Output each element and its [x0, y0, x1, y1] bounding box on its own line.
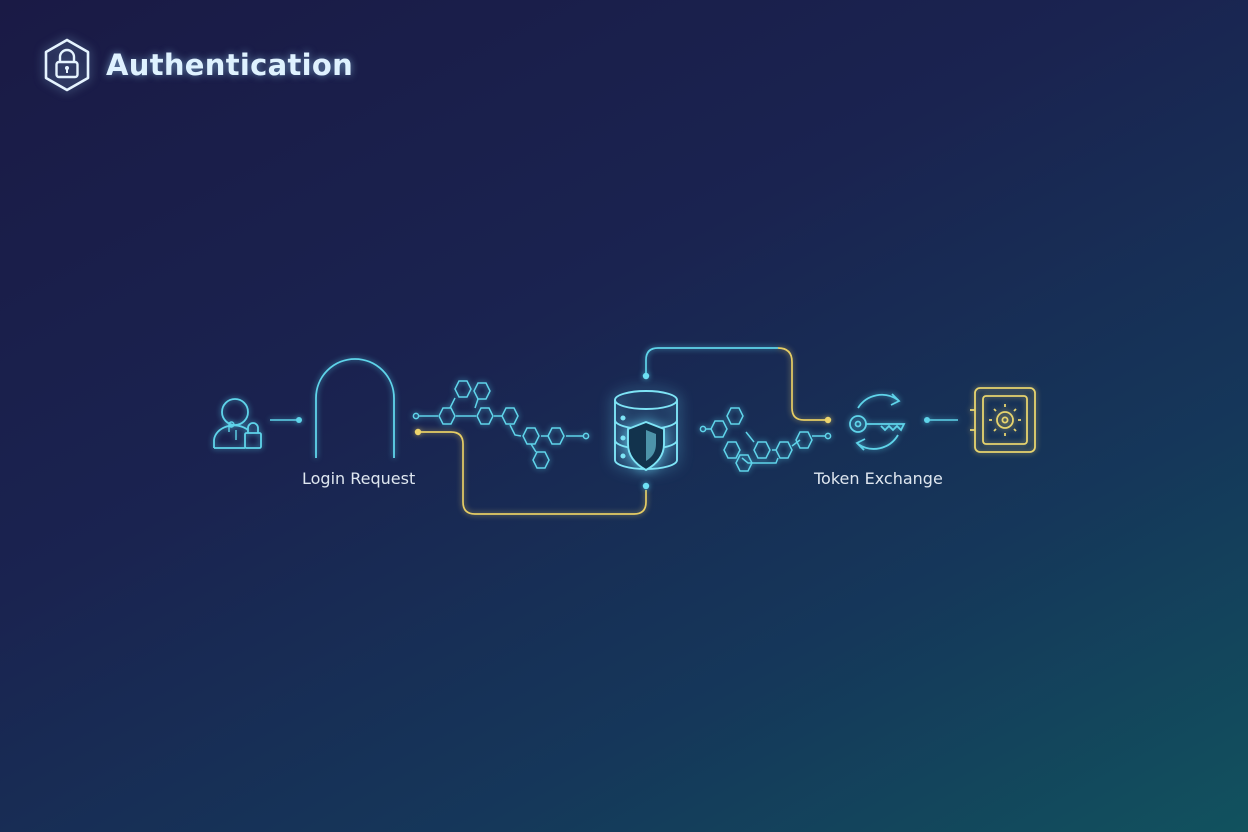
stage-label-login-request: Login Request [302, 469, 416, 488]
yellow-flow-path-left [414, 428, 647, 515]
hexagon-network-icon [412, 380, 590, 469]
page-title: Authentication [106, 48, 354, 82]
connector [270, 417, 302, 423]
database-shield-icon [614, 390, 678, 472]
archway-icon [315, 358, 395, 458]
connector [924, 417, 958, 423]
stage-label-token-exchange: Token Exchange [814, 469, 943, 488]
safe-vault-icon [970, 387, 1036, 453]
hexagon-network-icon-right [699, 407, 832, 472]
connector-dot [642, 482, 650, 490]
cyan-flow-path-top [642, 347, 832, 424]
hexagon-lock-icon [44, 38, 90, 92]
key-exchange-icon [849, 393, 906, 451]
user-lock-icon [213, 398, 262, 449]
header: Authentication [42, 36, 353, 94]
